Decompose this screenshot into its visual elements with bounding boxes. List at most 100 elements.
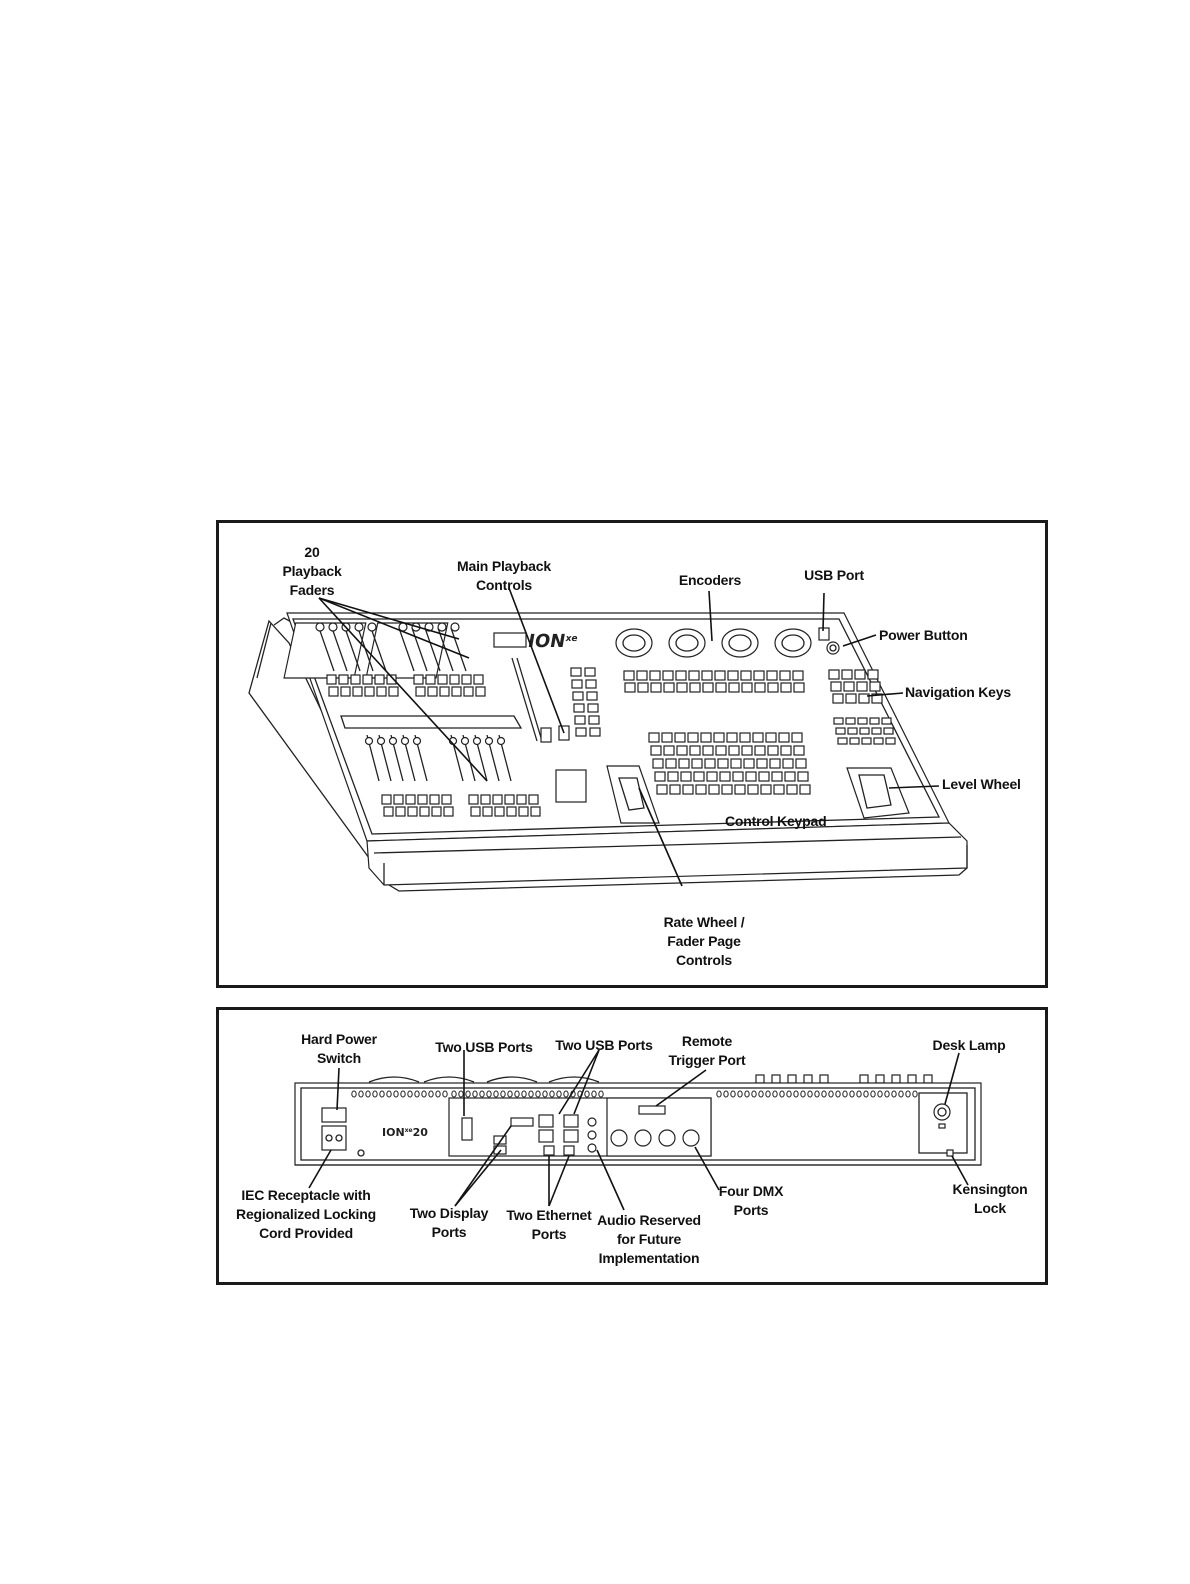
key <box>576 728 586 736</box>
key <box>625 683 635 692</box>
callout-line: Remote <box>657 1032 757 1051</box>
key <box>529 795 538 804</box>
callout-line: Navigation Keys <box>905 683 1011 702</box>
callout-encoders: Encoders <box>665 571 755 590</box>
key <box>375 675 384 684</box>
key <box>588 704 598 712</box>
key <box>462 675 471 684</box>
key <box>675 733 685 742</box>
callout-two-usb-ports-1: Two USB Ports <box>424 1038 544 1057</box>
key <box>779 733 789 742</box>
vent-hole <box>808 1091 812 1097</box>
vent-hole <box>745 1091 749 1097</box>
key <box>715 671 725 680</box>
key <box>870 682 880 691</box>
key <box>438 675 447 684</box>
vent-hole <box>459 1091 463 1097</box>
callout-line: USB Port <box>789 566 879 585</box>
key <box>727 733 737 742</box>
key <box>471 807 480 816</box>
callout-iec-receptacle: IEC Receptacle with Regionalized Locking… <box>231 1186 381 1243</box>
vent-hole <box>473 1091 477 1097</box>
vent-hole <box>515 1091 519 1097</box>
key <box>474 675 483 684</box>
vent-hole <box>752 1091 756 1097</box>
key <box>481 795 490 804</box>
key <box>418 795 427 804</box>
callout-line: Controls <box>649 951 759 970</box>
vent-hole <box>773 1091 777 1097</box>
key <box>886 738 895 744</box>
vent-hole <box>731 1091 735 1097</box>
key <box>842 670 852 679</box>
key <box>858 718 867 724</box>
key <box>469 795 478 804</box>
vent-hole <box>564 1091 568 1097</box>
key <box>574 704 584 712</box>
key <box>794 683 804 692</box>
key <box>677 683 687 692</box>
key <box>757 759 767 768</box>
key <box>668 772 678 781</box>
key <box>666 759 676 768</box>
vent-hole <box>550 1091 554 1097</box>
vent-hole <box>801 1091 805 1097</box>
vent-hole <box>466 1091 470 1097</box>
key <box>430 795 439 804</box>
key <box>637 671 647 680</box>
key <box>793 671 803 680</box>
desk-lamp-connector <box>934 1104 950 1120</box>
key <box>363 675 372 684</box>
key <box>874 738 883 744</box>
callout-line: for Future <box>589 1230 709 1249</box>
key <box>428 687 437 696</box>
vent-hole <box>443 1091 447 1097</box>
console-front-diagram: IONxe <box>216 520 1048 988</box>
key <box>649 733 659 742</box>
key <box>850 738 859 744</box>
callout-line: Level Wheel <box>942 775 1021 794</box>
key <box>444 807 453 816</box>
key <box>329 687 338 696</box>
key <box>650 671 660 680</box>
vent-hole <box>913 1091 917 1097</box>
key <box>662 733 672 742</box>
key <box>766 733 776 742</box>
vent-hole <box>836 1091 840 1097</box>
key <box>689 671 699 680</box>
key <box>670 785 680 794</box>
key <box>663 671 673 680</box>
key <box>690 683 700 692</box>
key <box>694 772 704 781</box>
key <box>585 668 595 676</box>
vent-hole <box>759 1091 763 1097</box>
callout-two-ethernet-ports: Two Ethernet Ports <box>499 1206 599 1244</box>
callout-line: Main Playback <box>449 557 559 576</box>
callout-navigation-keys: Navigation Keys <box>905 683 1011 702</box>
key <box>709 785 719 794</box>
vent-hole <box>429 1091 433 1097</box>
vent-hole <box>871 1091 875 1097</box>
key <box>787 785 797 794</box>
vent-hole <box>857 1091 861 1097</box>
key <box>681 772 691 781</box>
vent-hole <box>422 1091 426 1097</box>
key <box>341 687 350 696</box>
rate-wheel-small <box>556 770 586 802</box>
key <box>651 746 661 755</box>
vent-hole <box>585 1091 589 1097</box>
key <box>872 728 881 734</box>
vent-hole <box>843 1091 847 1097</box>
key <box>792 733 802 742</box>
key <box>855 670 865 679</box>
vent-hole <box>415 1091 419 1097</box>
key <box>707 772 717 781</box>
key <box>838 738 847 744</box>
key <box>624 671 634 680</box>
key <box>384 807 393 816</box>
key <box>834 718 843 724</box>
key <box>759 772 769 781</box>
power-button <box>827 642 839 654</box>
key <box>705 759 715 768</box>
key <box>748 785 758 794</box>
